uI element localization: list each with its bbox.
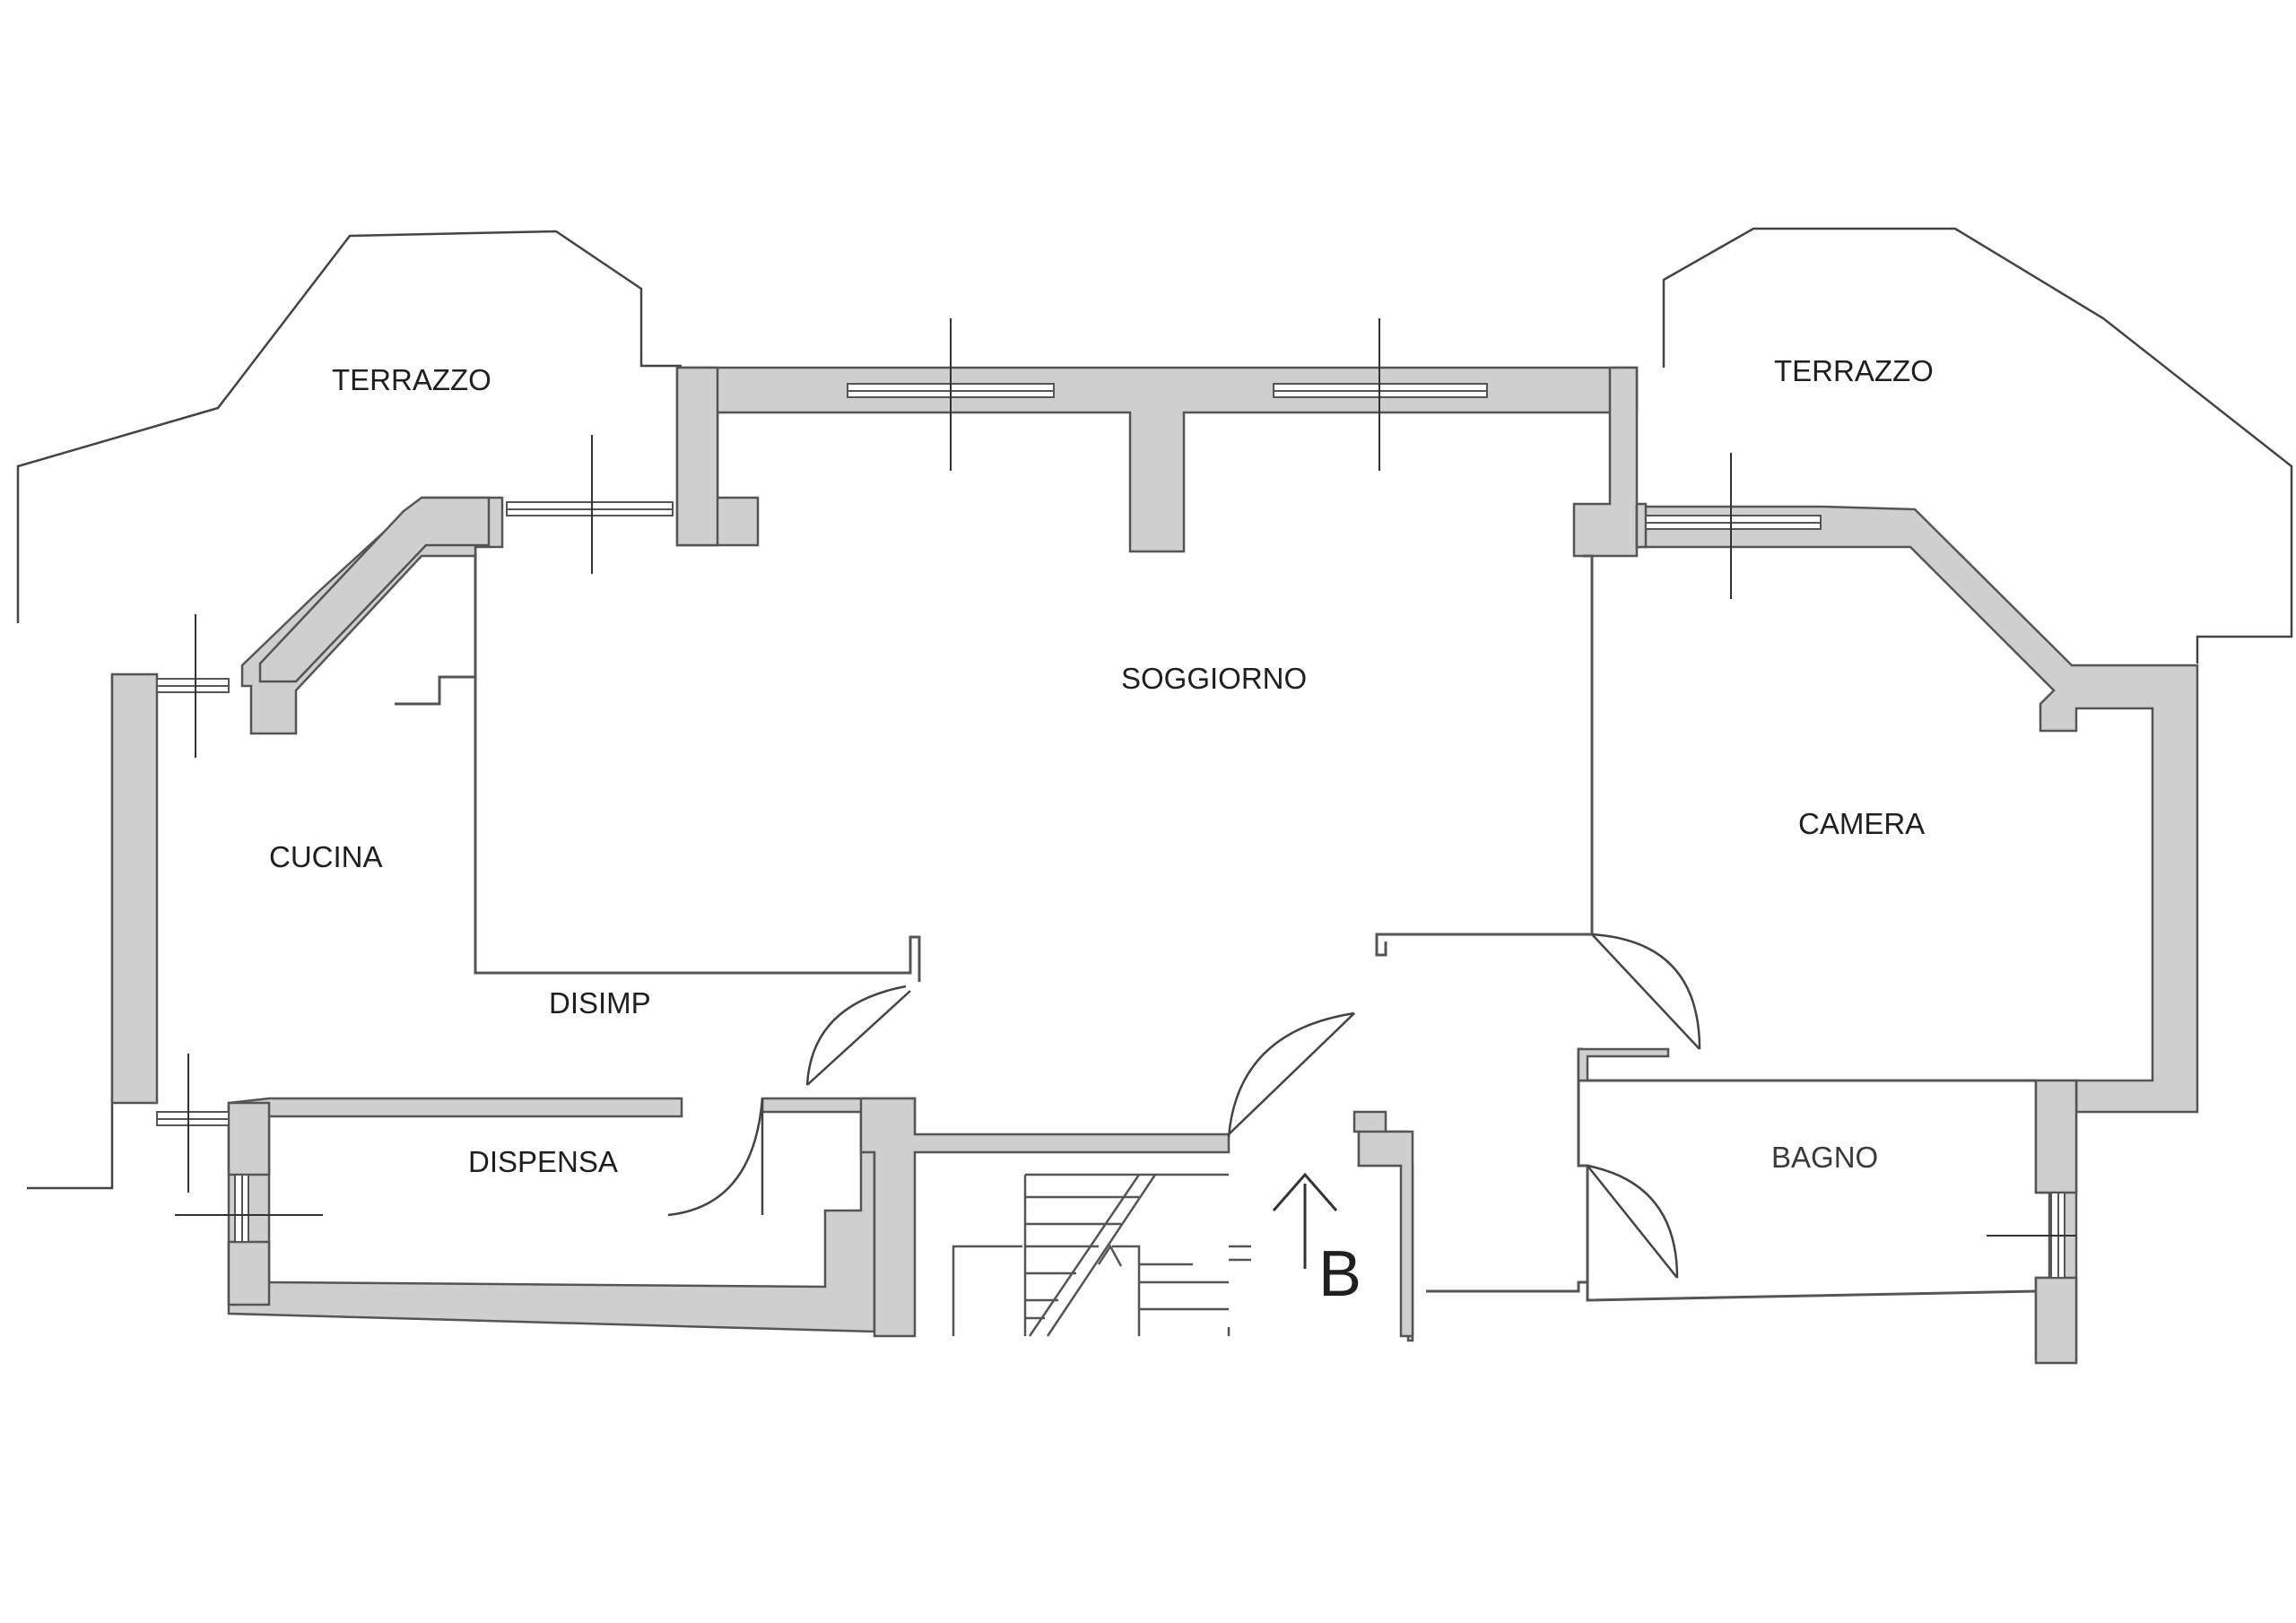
window-soggiorno-left [847,318,1055,471]
wall-dispensa-jamb [227,1101,271,1176]
wall-stair-right-2 [1357,1130,1414,1338]
wall-soggiorno-top [675,366,1639,553]
wall-bagno-right-3 [2034,1276,2078,1365]
wall-dispensa-outer [227,1097,917,1333]
door-entrance [1227,1011,1355,1138]
wall-kitchen-stub [395,675,475,706]
terrace-right-outline [1662,227,2293,664]
label-camera: CAMERA [1798,807,1925,840]
wall-bagno-right-2 [2034,1079,2078,1194]
window-soggiorno-right [1273,318,1488,471]
window-bagno [1987,1192,2076,1279]
door-disimp-soggiorno [805,985,911,1086]
wall-camera-diagonal [1635,505,2199,1114]
label-cucina: CUCINA [269,840,383,873]
window-camera [1645,453,1822,599]
wall-kitchen-diagonal [240,496,504,735]
door-camera [1591,933,1701,1050]
section-marker-label: B [1318,1238,1361,1310]
wall-stair-left [859,1097,1231,1338]
wall-kitchen-diagonal-outer [258,496,491,683]
window-kitchen-side [156,614,230,758]
label-terrazzo-right: TERRAZZO [1774,354,1934,387]
wall-dispensa-jamb-2 [227,1240,271,1306]
wall-soggiorno-left-thin [474,543,921,982]
label-terrazzo-left: TERRAZZO [332,363,491,396]
wall-bagno-left [1577,1081,1589,1296]
label-dispensa: DISPENSA [468,1145,618,1178]
label-disimp: DISIMP [549,986,651,1020]
stairs [952,1173,1251,1337]
window-kitchen-top [506,435,674,574]
wall-corridor-bagno-jamb [1577,1047,1670,1082]
wall-bagno-bottom [1426,1280,2037,1302]
window-kitchen-bottom [156,1054,230,1193]
door-bagno [1587,1164,1679,1279]
window-dispensa [175,1174,323,1243]
wall-kitchen-left [110,673,159,1105]
terrace-left-outline-2 [16,230,682,623]
label-bagno: BAGNO [1771,1141,1878,1174]
terrace-left-outline [27,674,114,1190]
wall-soggiorno-left-pier [675,366,719,547]
wall-soggiorno-right-thin [1375,554,1594,957]
wall-camera-top-left [1635,502,1648,549]
label-soggiorno: SOGGIORNO [1121,662,1307,695]
wall-soggiorno-top-right [1572,366,1639,558]
arrow-up-icon [1272,1172,1338,1269]
door-dispensa [667,1098,764,1217]
